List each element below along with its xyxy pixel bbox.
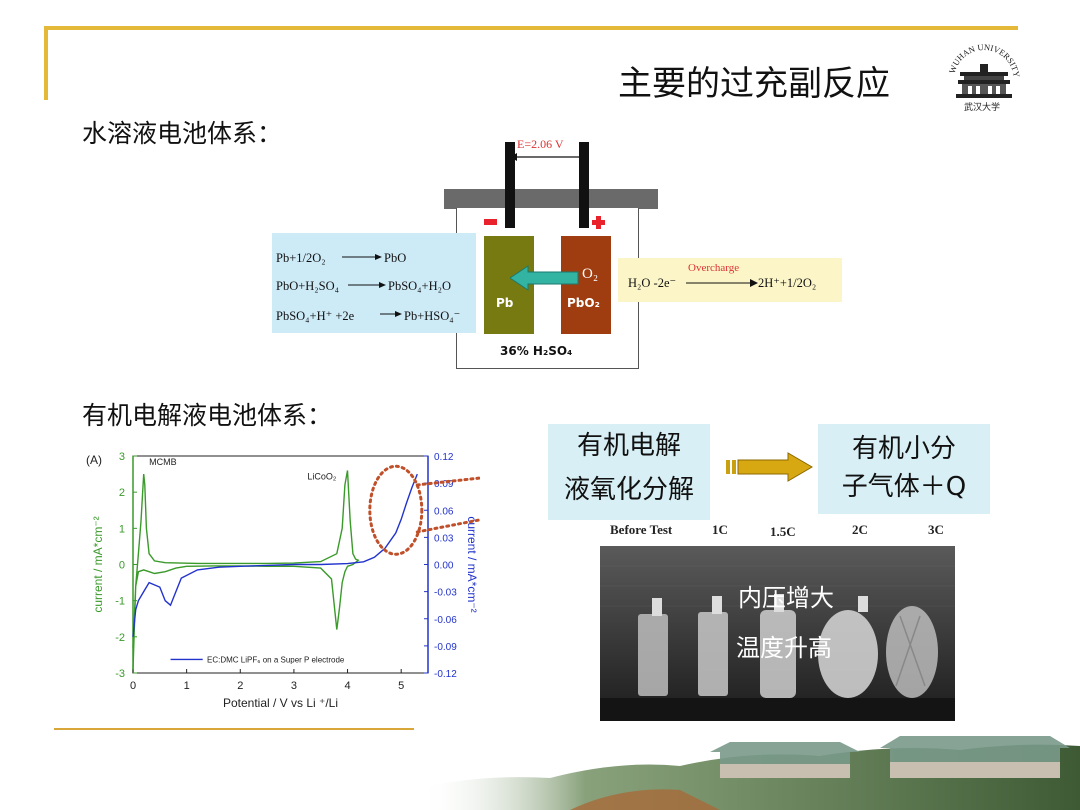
voltage-label: E=2.06 V	[517, 137, 564, 151]
logo-emblem-icon: WUHAN UNIVERSITY	[947, 42, 1022, 98]
blue-cv-series	[132, 473, 418, 637]
x-tick-label: 5	[398, 680, 404, 692]
y-left-axis-label: current / mA*cm⁻²	[91, 516, 105, 612]
overcharge-left: H₂O -2e⁻	[628, 276, 677, 290]
photo-label-before: Before Test	[610, 522, 673, 537]
reaction-arrows	[342, 254, 402, 317]
green-cv-series	[132, 470, 360, 670]
plus-sign-bar	[592, 220, 605, 225]
cell-lid	[444, 189, 658, 209]
licoo2-annotation: LiCoO₂	[307, 472, 337, 482]
panel-label: (A)	[86, 453, 102, 467]
reaction-box: Pb+1/2O₂ PbO PbO+H₂SO₄ PbSO₄+H₂O PbSO₄+H…	[272, 233, 476, 333]
x-axis-label: Potential / V vs Li ⁺/Li	[223, 696, 338, 710]
y-right-tick-label: -0.12	[434, 669, 457, 680]
reaction-1-right: PbO	[384, 251, 407, 265]
electrolyte-label: 36% H₂SO₄	[500, 344, 573, 358]
reaction-2-left: PbO+H₂SO₄	[276, 279, 340, 293]
pbo2-electrode: PbO₂ O₂	[561, 236, 611, 334]
reaction-2-right: PbSO₄+H₂O	[388, 279, 452, 293]
flow-arrow-icon	[726, 452, 813, 482]
slide-title: 主要的过充副反应	[618, 64, 890, 104]
x-tick-label: 3	[291, 680, 297, 692]
reaction-3-left: PbSO₄+H⁺ +2e	[276, 309, 355, 323]
photo-label-1-5c: 1.5C	[770, 524, 796, 539]
voltage-arrow	[510, 153, 586, 161]
y-right-tick-label: 0.00	[434, 561, 454, 572]
reaction-1-left: Pb+1/2O₂	[276, 251, 326, 265]
y-right-tick-label: 0.06	[434, 506, 454, 517]
y-left-tick-label: 1	[119, 523, 125, 535]
y-left-tick-label: -3	[115, 668, 125, 680]
positive-terminal-rod	[579, 142, 589, 228]
flow-box2-line2: 子气体＋Q	[841, 472, 967, 502]
x-tick-label: 4	[344, 680, 350, 692]
y-right-tick-label: 0.09	[434, 479, 454, 490]
y-right-tick-label: -0.09	[434, 642, 457, 653]
overcharge-right: 2H⁺+1/2O₂	[758, 276, 817, 290]
mcmb-annotation: MCMB	[149, 457, 177, 467]
campus-building-image	[420, 736, 1080, 810]
oxygen-label: O₂	[582, 266, 599, 282]
overcharge-arrow	[686, 279, 758, 287]
flow-box1-line1: 有机电解	[576, 431, 681, 461]
left-frame-line	[44, 26, 48, 100]
highlight-ellipse	[368, 464, 424, 556]
y-right-tick-label: 0.03	[434, 533, 454, 544]
y-left-tick-label: 0	[119, 560, 125, 572]
oxygen-flow-arrow	[510, 265, 579, 291]
legend-label: EC:DMC LiPF₆ on a Super P electrode	[207, 655, 345, 664]
overcharge-box: H₂O -2e⁻ Overcharge 2H⁺+1/2O₂	[618, 258, 842, 302]
bottom-rule	[54, 728, 414, 730]
flow-box2-line1: 有机小分	[851, 434, 956, 464]
negative-terminal-rod	[505, 142, 515, 228]
temperature-rise-text: 温度升高	[736, 634, 832, 662]
battery-cells-image	[600, 546, 955, 721]
cv-chart: 0 1 2 3 4 5 -3 -2 -1 0 1 2 3 -0.12 -0.09 -0.06 -0.03 0.00…	[86, 451, 480, 710]
aqueous-system-heading: 水溶液电池体系：	[82, 119, 283, 148]
y-right-axis-label: current / mA*cm⁻²	[465, 516, 479, 612]
logo-caption: 武汉大学	[964, 103, 1001, 113]
organic-system-heading: 有机电解液电池体系：	[82, 401, 333, 430]
x-tick-label: 0	[130, 680, 136, 692]
photo-label-2c: 2C	[852, 522, 868, 537]
y-right-tick-label: -0.03	[434, 588, 457, 599]
y-left-tick-label: 3	[119, 451, 125, 463]
flow-box1-line2: 液氧化分解	[563, 475, 694, 505]
small-molecule-gas-box: 有机小分 子气体＋Q	[818, 424, 990, 514]
reaction-3-right: Pb+HSO₄⁻	[404, 309, 461, 323]
pbo2-label: PbO₂	[567, 296, 600, 310]
y-left-tick-label: -2	[115, 632, 125, 644]
y-left-tick-label: -1	[115, 596, 125, 608]
photo-label-1c: 1C	[712, 522, 728, 537]
minus-sign-icon	[484, 219, 497, 225]
top-frame-line	[44, 26, 1018, 30]
x-tick-label: 1	[184, 680, 190, 692]
x-tick-label: 2	[237, 680, 243, 692]
y-right-tick-label: 0.12	[434, 452, 454, 463]
overcharge-label: Overcharge	[688, 262, 740, 274]
university-logo: WUHAN UNIVERSITY 武汉大学	[946, 42, 1022, 116]
organic-oxidation-box: 有机电解 液氧化分解	[548, 424, 710, 520]
y-left-tick-label: 2	[119, 487, 125, 499]
pressure-increase-text: 内压增大	[738, 584, 834, 612]
photo-label-3c: 3C	[928, 522, 944, 537]
cell-swelling-photo: 内压增大 温度升高	[600, 546, 955, 721]
pb-label: Pb	[496, 296, 514, 310]
y-right-tick-label: -0.06	[434, 615, 457, 626]
